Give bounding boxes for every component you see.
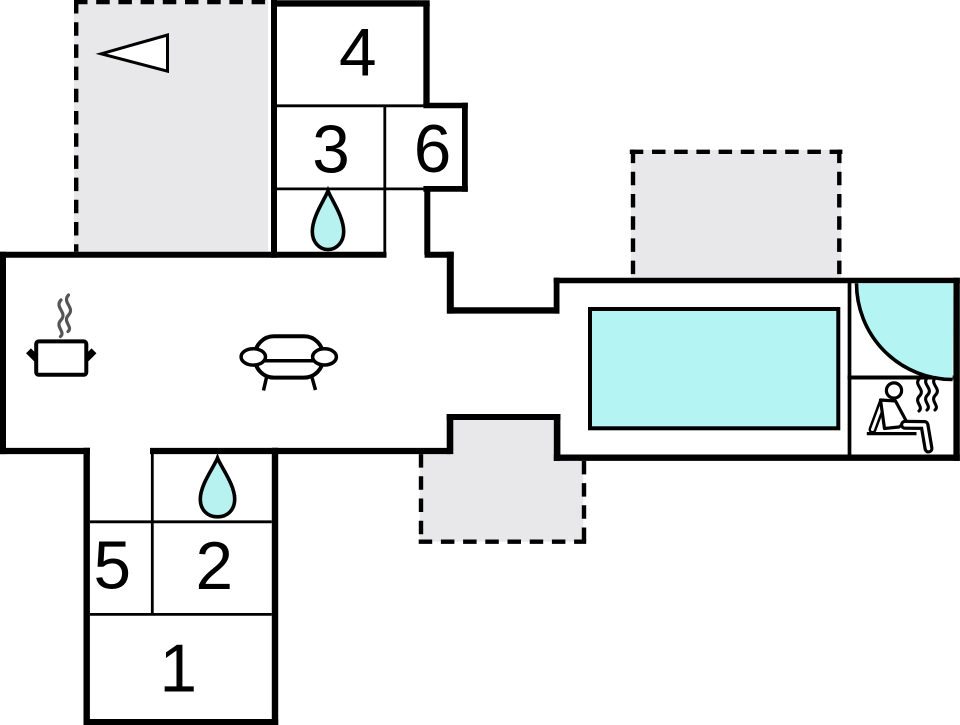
svg-text:4: 4 bbox=[339, 16, 377, 91]
svg-text:6: 6 bbox=[414, 112, 452, 187]
svg-text:5: 5 bbox=[94, 528, 132, 603]
svg-text:1: 1 bbox=[160, 631, 198, 706]
svg-text:2: 2 bbox=[196, 529, 234, 604]
svg-text:3: 3 bbox=[312, 113, 350, 188]
